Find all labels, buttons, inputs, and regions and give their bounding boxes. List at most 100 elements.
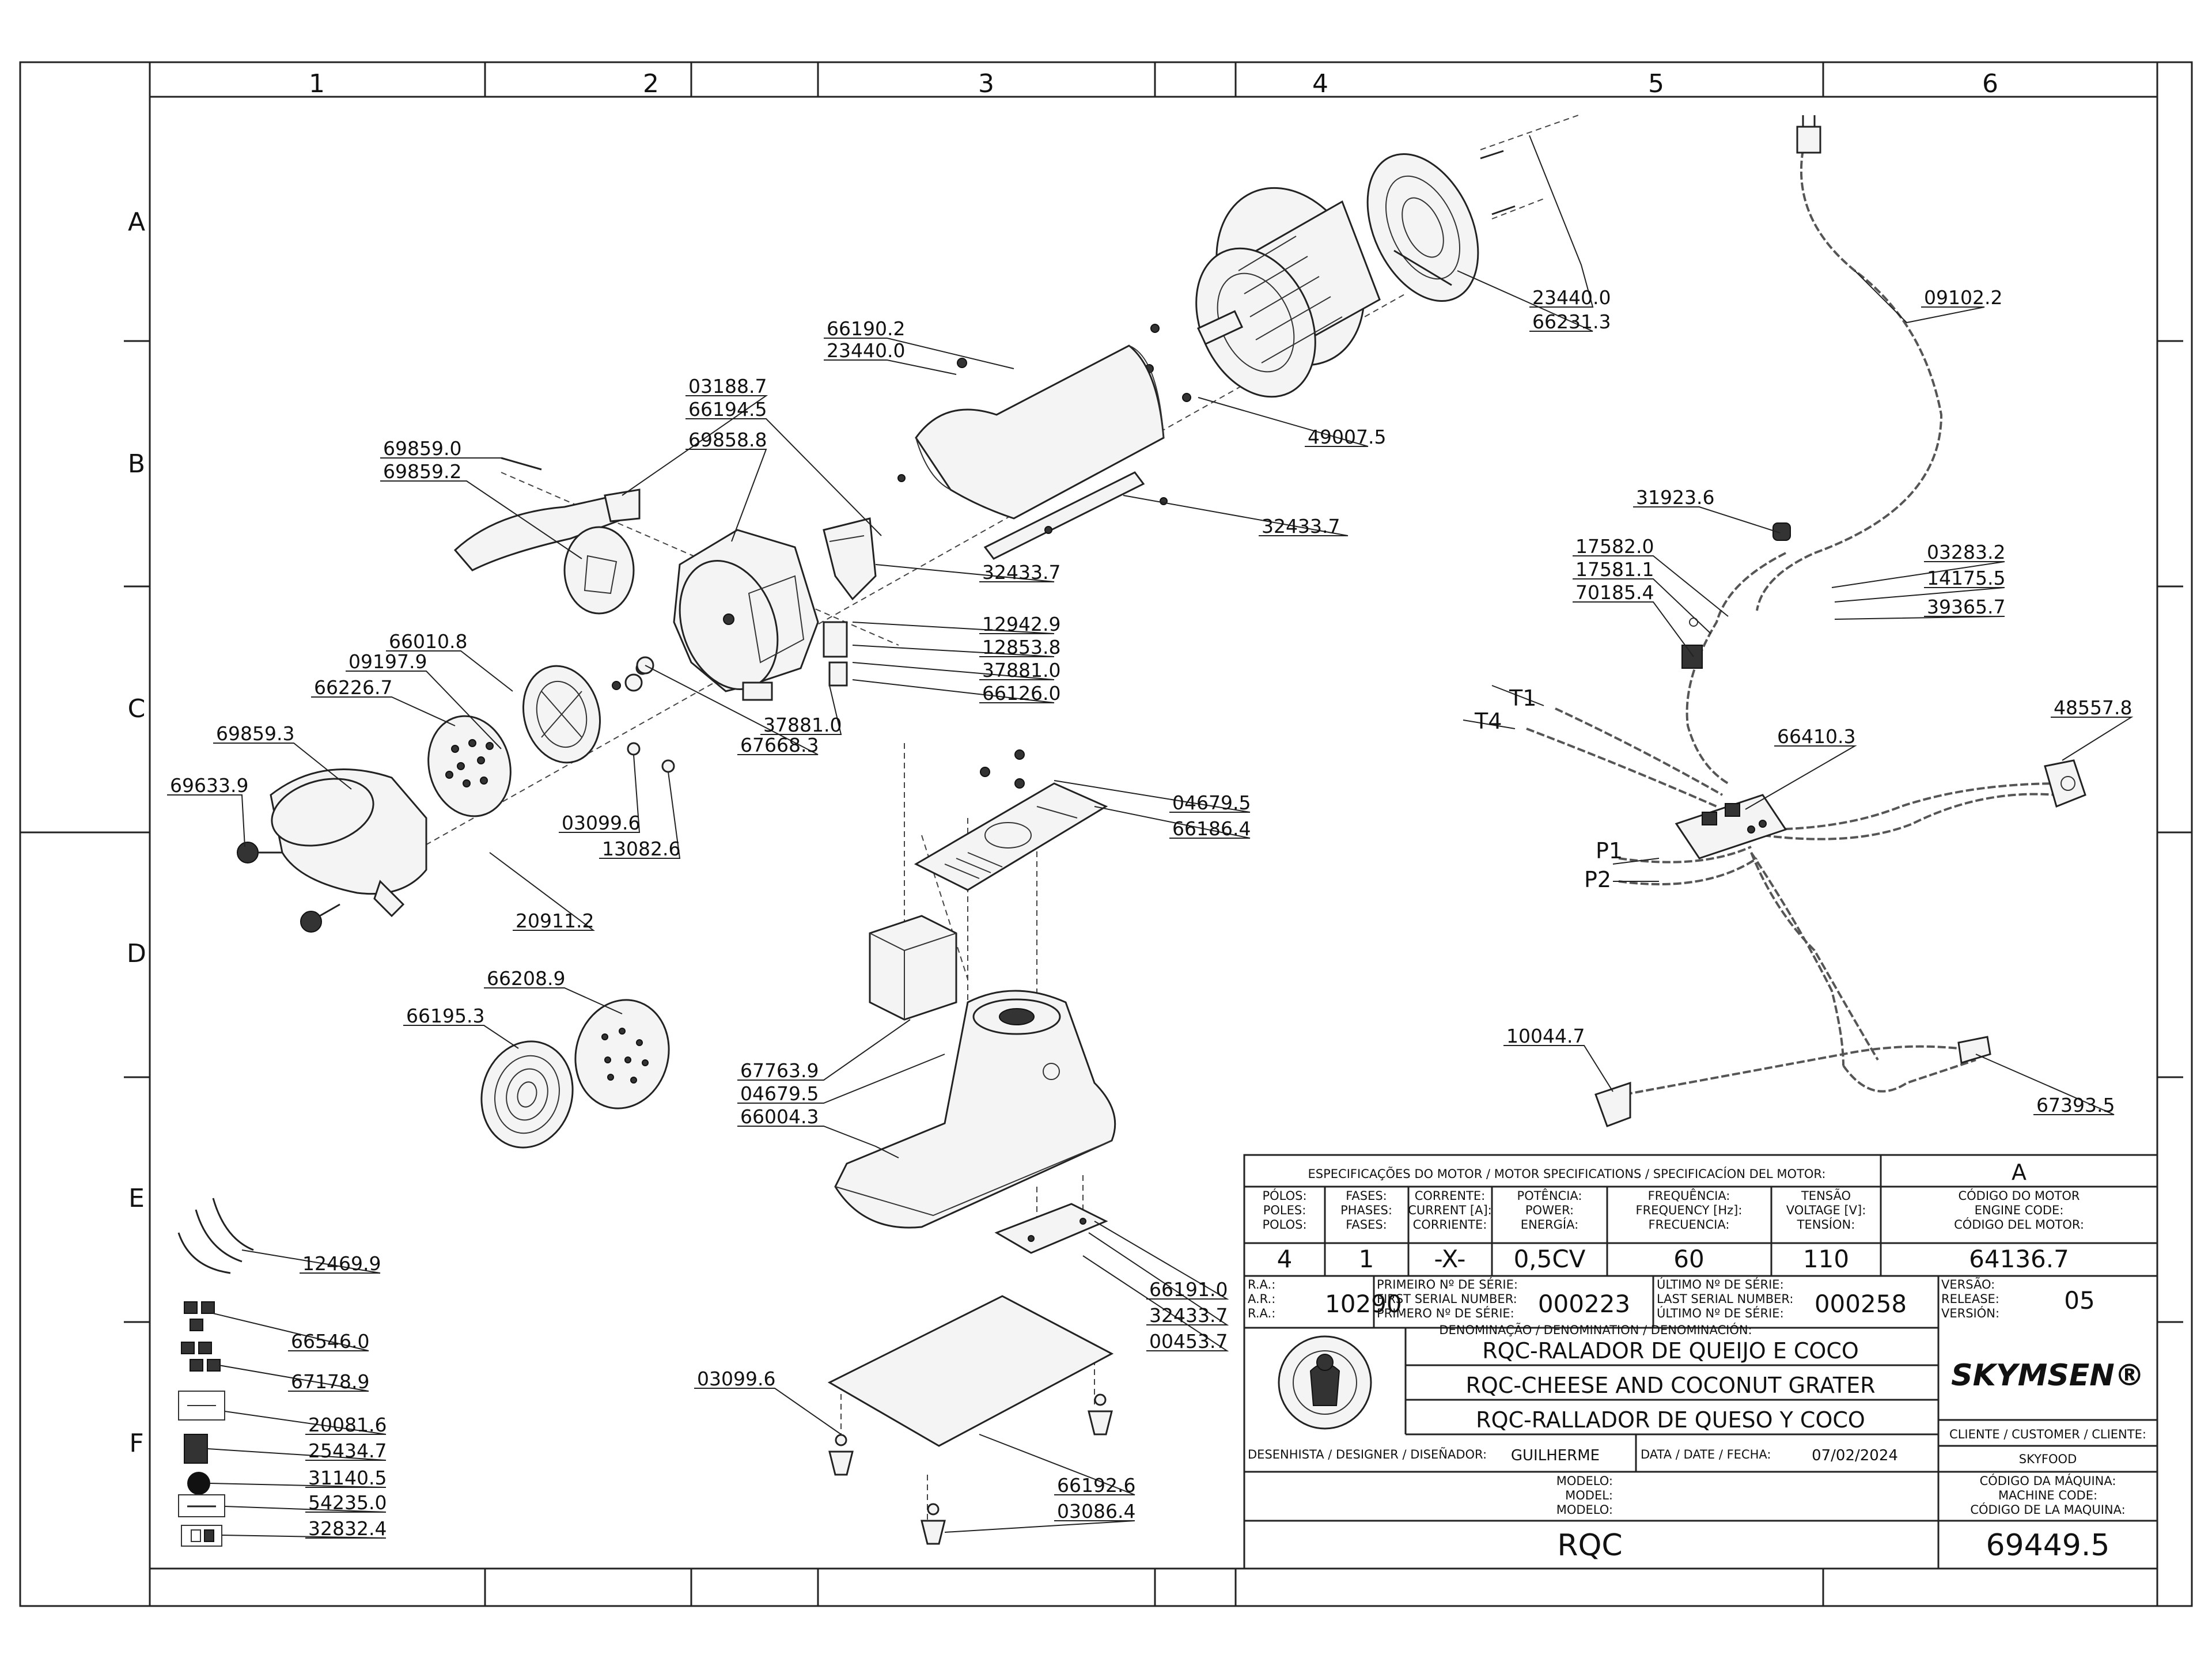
part-label: 10044.7 — [1506, 1025, 1585, 1047]
terminal-label: P1 — [1596, 838, 1623, 863]
part-label: 48557.8 — [2054, 696, 2132, 719]
row-labels: A B C D E F — [127, 207, 146, 1458]
terminal-clip — [823, 621, 848, 687]
spec-value-frequency: 60 — [1673, 1245, 1704, 1273]
terminal-label: T4 — [1474, 709, 1502, 734]
part-label: 66191.0 — [1149, 1278, 1228, 1301]
label-sticker — [178, 1391, 225, 1421]
model-label: MODELO: — [1556, 1474, 1613, 1488]
ra-label: A.R.: — [1248, 1292, 1275, 1306]
release-label: RELEASE: — [1941, 1292, 1999, 1306]
part-label: 67763.9 — [740, 1059, 819, 1082]
spec-header-frequency: FRECUENCIA: — [1649, 1218, 1730, 1232]
feet — [828, 1393, 1113, 1545]
part-label: 17581.1 — [1575, 558, 1654, 581]
motor-spec-title: ESPECIFICAÇÕES DO MOTOR / MOTOR SPECIFIC… — [1308, 1166, 1826, 1181]
column-label: 3 — [978, 69, 994, 99]
spec-header-power: POTÊNCIA: — [1517, 1188, 1582, 1203]
spec-header-poles: PÓLOS: — [1262, 1188, 1306, 1203]
revision-letter: A — [2012, 1160, 2027, 1185]
spec-header-frequency: FREQUENCY [Hz]: — [1636, 1203, 1743, 1217]
thermal-protector — [1772, 522, 1791, 541]
spec-value-current: -X- — [1434, 1245, 1466, 1273]
column-label: 2 — [643, 69, 659, 99]
release-label: VERSÃO: — [1941, 1277, 1995, 1291]
motor-rear-cover — [1366, 150, 1516, 302]
product-name-pt: RQC-RALADOR DE QUEIJO E COCO — [1482, 1338, 1859, 1363]
part-label: 14175.5 — [1927, 567, 2005, 589]
motor-housing-cover — [897, 344, 1168, 560]
leader-lines — [167, 135, 2134, 1539]
part-label: 69859.2 — [383, 460, 461, 483]
part-label: 67178.9 — [291, 1370, 369, 1393]
spec-header-poles: POLOS: — [1262, 1218, 1306, 1232]
part-label: 32433.7 — [982, 561, 1060, 584]
motor — [1145, 187, 1381, 402]
microswitch — [1594, 1081, 1631, 1127]
last-serial-label: ÚLTIMO Nº DE SÉRIE: — [1657, 1277, 1784, 1291]
terminal-labels: T1 T4 P1 P2 — [1474, 685, 1623, 892]
part-label: 03086.4 — [1057, 1500, 1135, 1522]
spec-header-voltage: TENSÃO — [1801, 1188, 1851, 1203]
pedestal — [834, 990, 1116, 1229]
column-label: 6 — [1982, 69, 1998, 99]
pusher-lever — [453, 457, 641, 615]
spec-header-voltage: TENSÍON: — [1797, 1217, 1855, 1232]
model-value: RQC — [1557, 1528, 1622, 1563]
drum-holder — [522, 661, 649, 764]
part-label: 69859.0 — [383, 437, 461, 460]
model-label: MODELO: — [1556, 1503, 1613, 1517]
release-label: VERSIÓN: — [1941, 1306, 1999, 1320]
row-label: A — [128, 207, 145, 237]
column-label: 1 — [309, 69, 325, 99]
product-name-en: RQC-CHEESE AND COCONUT GRATER — [1465, 1373, 1875, 1398]
first-serial-value: 000223 — [1538, 1290, 1630, 1318]
engine-code-header: ENGINE CODE: — [1975, 1203, 2064, 1217]
spec-header-current: CORRENTE: — [1415, 1189, 1486, 1203]
terminal-connector — [1957, 1036, 1991, 1064]
top-plate — [914, 749, 1108, 891]
part-label: 49007.5 — [1308, 426, 1386, 448]
column-label: 4 — [1312, 69, 1328, 99]
engine-code-header: CÓDIGO DEL MOTOR: — [1954, 1217, 2084, 1232]
spec-value-power: 0,5CV — [1514, 1245, 1586, 1273]
part-label: 03099.6 — [697, 1368, 775, 1390]
client-value: SKYFOOD — [2019, 1452, 2077, 1466]
spec-value-poles: 4 — [1277, 1245, 1293, 1273]
manual-icon — [181, 1525, 222, 1547]
row-label: B — [128, 449, 145, 479]
last-serial-label: LAST SERIAL NUMBER: — [1657, 1292, 1793, 1306]
row-label: D — [127, 939, 146, 968]
connector-pack — [181, 1301, 221, 1372]
spec-header-frequency: FREQUÊNCIA: — [1648, 1188, 1730, 1203]
machine-code-label: MACHINE CODE: — [1998, 1488, 2097, 1502]
part-label: 04679.5 — [1172, 791, 1251, 814]
first-serial-label: PRIMERO Nº DE SÉRIE: — [1377, 1306, 1514, 1320]
spec-value-phases: 1 — [1359, 1245, 1374, 1273]
part-label: 12942.9 — [982, 613, 1060, 635]
part-label: 69858.8 — [688, 429, 767, 451]
engine-code-value: 64136.7 — [1969, 1245, 2069, 1273]
first-serial-label: FIRST SERIAL NUMBER: — [1377, 1292, 1517, 1306]
part-label: 17582.0 — [1575, 535, 1654, 558]
part-label: 66192.6 — [1057, 1474, 1135, 1497]
row-label: F — [129, 1429, 143, 1458]
part-label: 67393.5 — [2036, 1094, 2115, 1116]
pushbutton-switch — [2044, 759, 2086, 808]
date-value: 07/02/2024 — [1812, 1447, 1898, 1464]
bottom-cover — [827, 1295, 1114, 1447]
part-label: 66208.9 — [487, 967, 565, 990]
title-block-text: ESPECIFICAÇÕES DO MOTOR / MOTOR SPECIFIC… — [1248, 1160, 2146, 1563]
spec-value-voltage: 110 — [1803, 1245, 1849, 1273]
first-serial-label: PRIMEIRO Nº DE SÉRIE: — [1377, 1277, 1518, 1291]
last-serial-value: 000258 — [1815, 1290, 1907, 1318]
client-header: CLIENTE / CUSTOMER / CLIENTE: — [1949, 1427, 2146, 1441]
last-serial-label: ÚLTIMO Nº DE SÉRIE: — [1657, 1306, 1784, 1320]
capacitor-box — [869, 915, 957, 1021]
title-block — [1243, 1154, 2158, 1570]
machine-code-value: 69449.5 — [1986, 1528, 2109, 1563]
part-label: 32433.7 — [1149, 1304, 1228, 1327]
switch — [1681, 618, 1703, 669]
bottom-plate-small — [994, 1203, 1108, 1254]
